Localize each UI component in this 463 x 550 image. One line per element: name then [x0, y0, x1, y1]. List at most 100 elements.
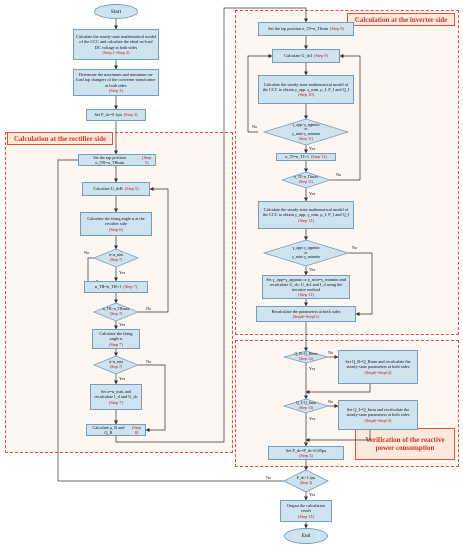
rect-decision-1-cond: α<α_min [108, 253, 124, 258]
label-no-id3: No [352, 245, 358, 250]
rect-ntr-inc-text: n_TR=n_TR+1 [94, 284, 122, 290]
rect-firing-ref: (Step 7) [109, 341, 123, 347]
rect-tap-box: Set the tap position n_TR=n_TRmin (Step … [78, 154, 156, 166]
step-2-ref: (Step 3) [109, 87, 123, 93]
rect-udc-box: Calculate U_dcR (Step 5) [82, 182, 150, 196]
rect-ntr-inc-box: n_TR=n_TR+1 (Step 7) [84, 281, 148, 293]
rect-tap-ref: (Step 5) [142, 154, 152, 165]
step-1-text: Calculate the steady-state mathematical … [76, 34, 156, 50]
label-no-rd1: No [84, 250, 90, 255]
inv-model2-box: Calculate the steady-state mathematical … [258, 201, 354, 229]
inv-model-text: Calculate the steady-state mathematical … [262, 81, 350, 92]
label-no-vd2: No [328, 399, 334, 404]
label-yes-rd1: Yes [119, 270, 126, 275]
end-terminal: End [284, 528, 328, 544]
rect-alpha-text: Calculate the firing angle α at the rect… [87, 216, 145, 227]
inv-decision-2-ref: (Step 11) [298, 180, 314, 184]
set-pdc-text: Set P_dc=0.1pu [94, 112, 122, 118]
rect-ntr-inc-ref: (Step 7) [123, 284, 138, 290]
step-1-ref: (Step 1~Step 2) [102, 49, 130, 55]
inv-decision-1-line1: γ_app>γ_appmin [292, 122, 320, 127]
rect-decision-1-text: α<α_min (Step 7) [96, 251, 136, 265]
rect-decision-2-cond: n_TR>n_TRmax [102, 307, 130, 312]
rect-qr-ref: (Step 8) [131, 424, 142, 435]
label-yes-fd: Yes [309, 492, 316, 497]
ver-set-qi-box: Set Q_I=Q_Imin and recalculate the stead… [338, 400, 418, 430]
ver-decision-1-cond: Q_R>Q_Rmin [294, 352, 318, 357]
inv-udc-text: Calculate U_dcI [284, 53, 313, 59]
ver-set-qi-text: Set Q_I=Q_Imin and recalculate the stead… [346, 407, 410, 418]
rect-set-alpha-text: Set α=α_min, and recalculate I_d and U_d… [94, 389, 138, 400]
inv-nti-inc-ref: (Step 11) [310, 154, 327, 160]
rect-decision-3-cond: α>α_min [108, 360, 124, 365]
ver-set-qr-box: Set Q_R=Q_Rmin and recalculate the stead… [338, 350, 418, 384]
rect-set-alpha-ref: (Step 7) [109, 399, 123, 405]
label-yes-vd1: Yes [309, 366, 316, 371]
output-text: Output the calculation result [286, 503, 326, 514]
inv-tap-box: Set the tap position n_TI=n_TImin (Step … [258, 22, 354, 36]
rect-qr-box: Calculate μ_R and Q_R (Step 8) [86, 424, 146, 436]
rect-udc-ref: (Step 5) [124, 186, 139, 192]
rect-decision-3-ref: (Step 7) [109, 365, 123, 369]
inv-decision-1-line2: or [304, 127, 308, 132]
inv-decision-3-text: γ_app<γ_appmin or γ_min<γ_minmin [276, 243, 336, 263]
inv-set-gamma-text: Set γ_app=γ_appmin or γ_min=γ_minmin and… [266, 276, 346, 292]
rect-decision-3-text: α>α_min (Step 7) [96, 358, 136, 372]
inv-set-gamma-box: Set γ_app=γ_appmin or γ_min=γ_minmin and… [262, 275, 350, 299]
label-no-id1: No [252, 124, 258, 129]
inv-model2-text: Calculate the steady-state mathematical … [262, 207, 350, 218]
step-2-box: Determine the maximum and minimum on-loa… [73, 69, 159, 96]
inv-model2-ref: (Step 11) [298, 217, 314, 223]
inv-nti-inc-box: n_TI=n_TI+1 (Step 11) [276, 153, 336, 161]
output-box: Output the calculation result (Step 14) [280, 500, 332, 522]
rect-alpha-ref: (Step 6) [109, 226, 123, 232]
inv-decision-2-text: n_TI>n_TImax (Step 11) [284, 173, 328, 187]
ver-set-pdc-box: Set P_dc=P_dc+0.05pu (Step 3) [268, 446, 344, 460]
inv-tap-text: Set the tap position n_TI=n_TImin [268, 26, 329, 32]
inv-decision-3-line3: γ_min<γ_minmin [292, 255, 320, 260]
label-yes-id1: Yes [309, 146, 316, 151]
pdc-decision-ref: (Step 3) [299, 481, 313, 485]
ver-decision-2-text: Q_I>Q_Imin (Step 13) [288, 401, 324, 411]
ver-decision-1-ref: (Step 12) [298, 357, 314, 361]
inv-recalc-ref: (Step6~Step11) [292, 314, 320, 319]
ver-set-qi-ref: (Step6~Step13) [364, 417, 392, 423]
output-ref: (Step 14) [298, 513, 314, 519]
set-pdc-box: Set P_dc=0.1pu (Step 3) [86, 109, 146, 121]
rect-tap-text: Set the tap position n_TR=n_TRmin [93, 154, 127, 165]
inv-model-ref: (Step 10) [298, 92, 314, 98]
verification-title-text: Verification of the reactive power consu… [365, 436, 445, 452]
label-no-vd1: No [328, 350, 334, 355]
inv-recalc-box: Recalculate the parameters at both sides… [256, 306, 356, 322]
inv-tap-ref: (Step 9) [330, 26, 344, 32]
inv-nti-inc-text: n_TI=n_TI+1 [285, 154, 309, 160]
label-no-rd2: No [146, 306, 152, 311]
set-pdc-ref: (Step 3) [123, 112, 138, 118]
rect-udc-text: Calculate U_dcR [93, 186, 123, 192]
inv-decision-2-cond: n_TI>n_TImax [293, 175, 319, 180]
label-yes-rd2: Yes [119, 322, 126, 327]
label-yes-rd3: Yes [119, 376, 126, 381]
label-yes-id3: Yes [309, 267, 316, 272]
rect-decision-2-text: n_TR>n_TRmax (Step 7) [96, 305, 136, 319]
inv-udc-ref: (Step 9) [314, 53, 328, 59]
inv-decision-3-line1: γ_app<γ_appmin [292, 246, 320, 251]
inv-recalc-text: Recalculate the parameters at both sides [271, 308, 341, 314]
ver-decision-1-text: Q_R>Q_Rmin (Step 12) [288, 352, 324, 362]
inv-decision-3-line2: or [304, 250, 308, 255]
label-no-id2: No [336, 172, 342, 177]
rect-qr-text: Calculate μ_R and Q_R [92, 424, 125, 435]
label-no-rd3: No [146, 359, 152, 364]
rect-decision-2-ref: (Step 7) [109, 312, 123, 316]
rectifier-region-title: Calculation at the rectifier side [7, 132, 113, 145]
step-1-box: Calculate the steady-state mathematical … [73, 29, 159, 60]
inv-decision-1-ref: (Step 11) [298, 136, 314, 141]
rect-decision-1-ref: (Step 7) [109, 258, 123, 262]
inv-decision-1-text: γ_app>γ_appmin or γ_min>γ_minmin (Step 1… [276, 121, 336, 143]
ver-decision-2-cond: Q_I>Q_Imin [295, 401, 317, 406]
inv-udc-box: Calculate U_dcI (Step 9) [272, 49, 340, 63]
label-yes-vd2: Yes [309, 416, 316, 421]
inv-model-box: Calculate the steady-state mathematical … [258, 75, 354, 104]
rect-set-alpha-box: Set α=α_min, and recalculate I_d and U_d… [90, 384, 142, 410]
